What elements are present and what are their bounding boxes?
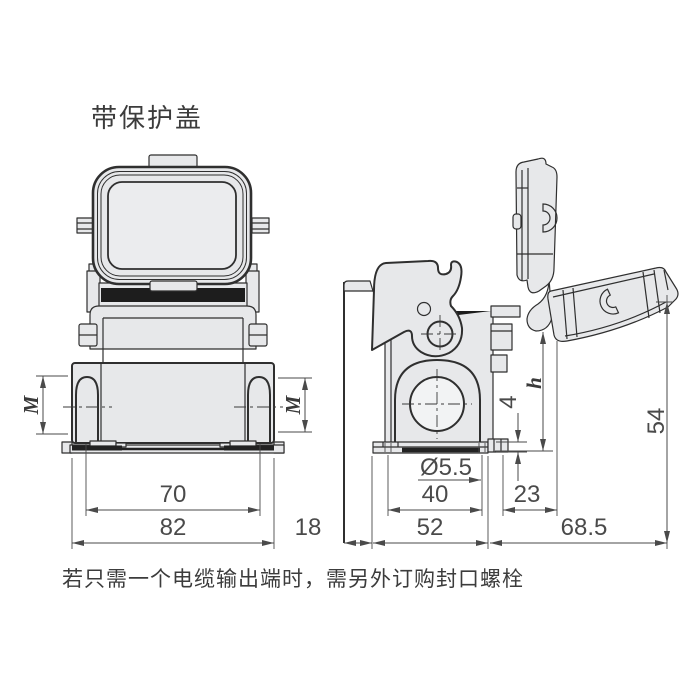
lever-hole: [416, 301, 432, 317]
dim-thread-left: M: [19, 394, 43, 415]
dim-gland-spacing: 70: [160, 481, 187, 508]
footnote: 若只需一个电缆输出端时，需另外订购封口螺栓: [62, 568, 524, 591]
hinge-arm: [490, 305, 521, 318]
dim-thread-right: M: [281, 394, 305, 415]
dim-pivot-height: h: [522, 377, 546, 389]
cable-boss: [394, 358, 481, 443]
drawing-title: 带保护盖: [91, 103, 203, 133]
flange-block: [89, 305, 257, 350]
dim-panel-depth: 18: [295, 514, 322, 541]
dim-hole-spacing: 40: [422, 481, 449, 508]
lower-body: [71, 362, 275, 444]
open-cover-vertical: [512, 157, 558, 294]
cover-edge-notch: [512, 213, 522, 230]
cover-window: [107, 181, 237, 270]
dim-open-cover-depth: 68.5: [561, 514, 608, 541]
dim-overall-height: 54: [643, 408, 670, 435]
cover-latch-slot-tilted: [599, 288, 620, 315]
front-view-dimensions: M M 70 82: [19, 375, 312, 549]
cable-gland-right: [247, 375, 271, 443]
dim-hinge-offset: 23: [514, 481, 541, 508]
hinge-bracket-upper: [490, 323, 513, 351]
side-view: [343, 157, 679, 543]
foot-step-left: [89, 440, 117, 447]
foot-step-right: [229, 440, 257, 447]
cover-foot: [526, 278, 553, 332]
cable-gland-left: [75, 375, 99, 443]
cover-pin-left: [76, 217, 95, 234]
dim-flange-width: 52: [417, 514, 444, 541]
rear-tab: [343, 280, 374, 292]
side-view-dimensions: 18 52 68.5 40 23 Ø5.5 h 4 54: [295, 295, 673, 549]
front-view: [61, 154, 285, 454]
gasket-band: [101, 288, 245, 302]
cover-bottom-tab: [149, 280, 198, 292]
open-cover-tilted: [547, 266, 679, 342]
dim-hole-diameter: Ø5.5: [420, 454, 472, 481]
dim-overall-width: 82: [160, 514, 187, 541]
hinge-bracket-lower: [490, 354, 508, 373]
dim-flange-thickness: 4: [495, 395, 522, 408]
cover-latch-slot-vertical: [542, 203, 558, 233]
cover-pin-right: [251, 217, 270, 234]
latch-lever: [371, 259, 464, 358]
side-flange-step: [487, 438, 509, 453]
